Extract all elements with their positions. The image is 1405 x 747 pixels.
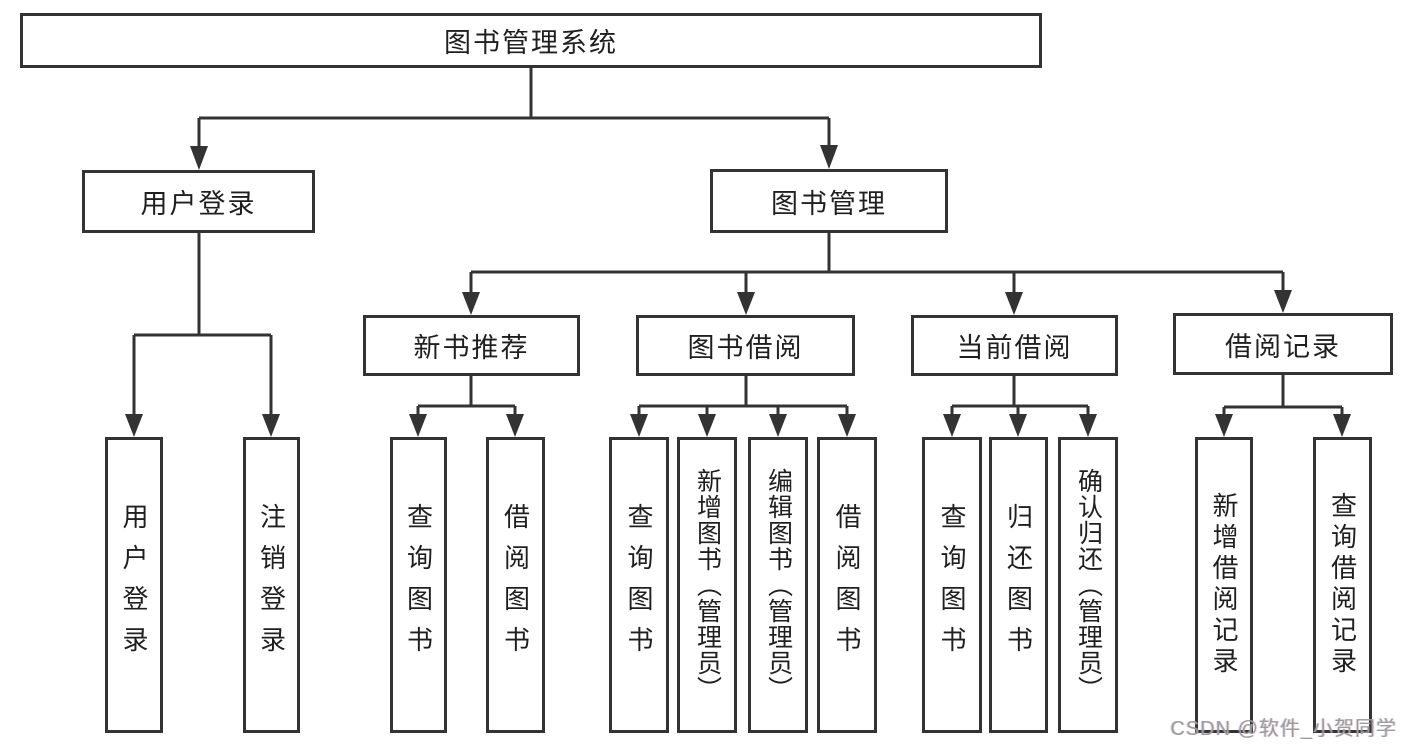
- node-user-login: 用户登录: [82, 170, 315, 233]
- leaf-label: 编辑图书（管理员）: [764, 468, 793, 702]
- node-library-management-system: 图书管理系统: [20, 13, 1042, 68]
- leaf-label: 归还图书: [1003, 503, 1034, 667]
- leaf-label: 新增借阅记录: [1209, 492, 1239, 678]
- leaf-query-books-recommend: 查询图书: [390, 437, 447, 733]
- leaf-label: 确认归还（管理员）: [1074, 468, 1103, 702]
- leaf-add-book-admin: 新增图书（管理员）: [677, 437, 737, 733]
- node-borrowing-records: 借阅记录: [1173, 313, 1393, 375]
- node-label: 图书借阅: [687, 333, 804, 363]
- node-book-management: 图书管理: [710, 169, 948, 233]
- leaf-label: 查询图书: [937, 503, 967, 667]
- node-new-book-recommendation: 新书推荐: [363, 315, 580, 376]
- leaf-query-books-borrowing: 查询图书: [609, 437, 669, 733]
- leaf-confirm-return-admin: 确认归还（管理员）: [1058, 437, 1118, 733]
- leaf-label: 借阅图书: [500, 503, 531, 667]
- leaf-label: 用户登录: [119, 503, 149, 667]
- leaf-label: 注销登录: [256, 503, 287, 667]
- leaf-user-login: 用户登录: [105, 437, 163, 733]
- leaf-add-borrowing-record: 新增借阅记录: [1195, 437, 1253, 733]
- node-label: 借阅记录: [1225, 331, 1341, 362]
- leaf-logout-login: 注销登录: [243, 437, 300, 733]
- csdn-watermark: CSDN @软件_小贺同学: [1170, 718, 1397, 740]
- node-label: 新书推荐: [413, 333, 530, 363]
- leaf-query-books-current: 查询图书: [922, 437, 982, 733]
- leaf-label: 新增图书（管理员）: [693, 468, 722, 702]
- node-label: 图书管理系统: [444, 28, 618, 58]
- leaf-label: 查询图书: [624, 503, 654, 667]
- leaf-label: 借阅图书: [832, 503, 862, 667]
- node-label: 当前借阅: [956, 333, 1073, 363]
- leaf-label: 查询图书: [403, 503, 434, 667]
- node-label: 图书管理: [771, 188, 887, 219]
- leaf-borrow-books-borrowing: 借阅图书: [817, 437, 877, 733]
- node-current-borrowing: 当前借阅: [911, 315, 1118, 376]
- node-label: 用户登录: [140, 189, 257, 219]
- leaf-return-books: 归还图书: [989, 437, 1048, 733]
- leaf-edit-book-admin: 编辑图书（管理员）: [748, 437, 808, 733]
- node-book-borrowing: 图书借阅: [636, 315, 855, 376]
- leaf-label: 查询借阅记录: [1327, 492, 1358, 678]
- leaf-borrow-books-recommend: 借阅图书: [486, 437, 545, 733]
- leaf-query-borrowing-record: 查询借阅记录: [1313, 437, 1372, 733]
